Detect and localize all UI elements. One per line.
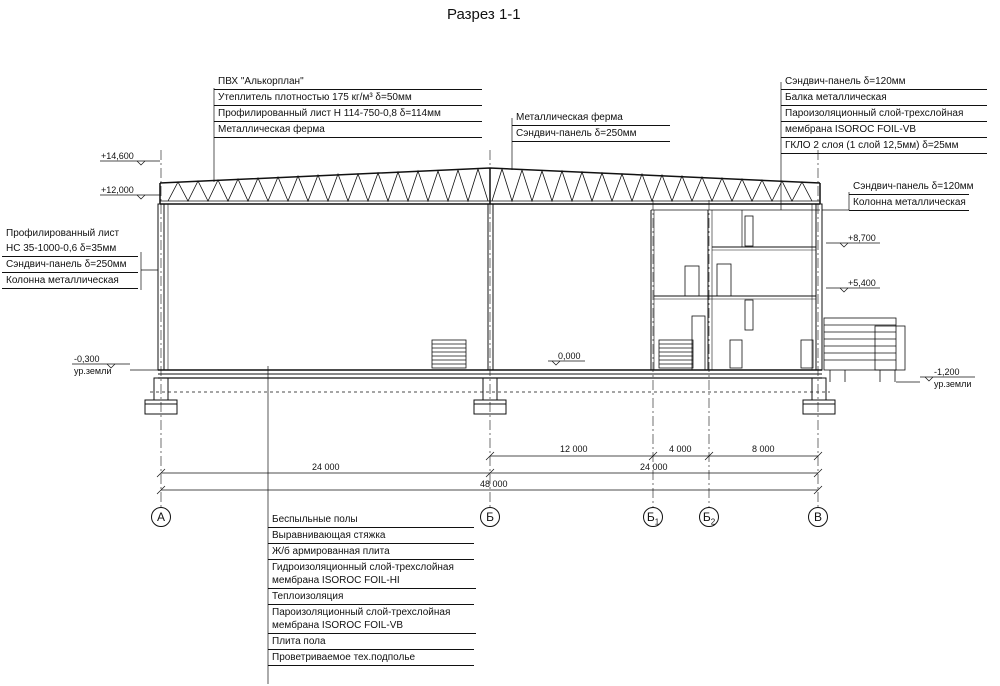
axis-subscript: 1 xyxy=(654,517,660,527)
axis-subscript: 2 xyxy=(710,517,716,527)
callout-line: Профилированный лист Н 114-750-0,8 δ=114… xyxy=(214,106,482,122)
elevation-label-eave: +12,000 xyxy=(101,185,134,195)
dimension-24000-left: 24 000 xyxy=(312,462,340,472)
elevation-label-floor2: +5,400 xyxy=(848,278,876,288)
callout-line: мембрана ISOROC FOIL-VB xyxy=(781,122,987,138)
dimension-24000-right: 24 000 xyxy=(640,462,668,472)
callout-line: Металлическая ферма xyxy=(512,110,670,126)
roof-mid-callout: Металлическая ферма Сэндвич-панель δ=250… xyxy=(512,110,670,142)
axis-bubble-a: А xyxy=(151,507,171,527)
callout-line: Сэндвич-панель δ=250мм xyxy=(512,126,670,142)
callout-line: ПВХ "Алькорплан" xyxy=(214,74,482,90)
callout-line: Пароизоляционный слой-трехслойная мембра… xyxy=(268,605,476,634)
callout-line: Сэндвич-панель δ=120мм xyxy=(849,179,974,195)
callout-line: Ж/б армированная плита xyxy=(268,544,474,560)
axis-bubble-b1: Б1 xyxy=(643,507,663,527)
drawing-title: Разрез 1-1 xyxy=(447,6,521,23)
callout-line: Утеплитель плотностью 175 кг/м³ δ=50мм xyxy=(214,90,482,106)
axis-bubble-b: Б xyxy=(480,507,500,527)
dimension-12000: 12 000 xyxy=(560,444,588,454)
elevation-marks xyxy=(72,160,975,383)
callout-line: НС 35-1000-0,6 δ=35мм xyxy=(2,241,138,257)
elevation-value: -1,200 xyxy=(934,367,960,377)
dimension-48000: 48 000 xyxy=(480,479,508,489)
dimension-8000: 8 000 xyxy=(752,444,775,454)
dimension-lines xyxy=(156,451,823,495)
axis-bubble-b2: Б2 xyxy=(699,507,719,527)
foundation-v xyxy=(802,377,836,415)
truss-web-right xyxy=(491,167,813,203)
column-v xyxy=(815,203,823,371)
axis-letter: Б xyxy=(646,510,655,524)
callout-line: Балка металлическая xyxy=(781,90,987,106)
gate-right xyxy=(658,339,694,369)
axis-letter: В xyxy=(813,510,822,524)
floor-callout: Беспыльные полы Выравнивающая стяжка Ж/б… xyxy=(268,512,476,666)
callout-line: Сэндвич-панель δ=250мм xyxy=(2,257,138,273)
elevation-label-floor3: +8,700 xyxy=(848,233,876,243)
callout-line: Профилированный лист xyxy=(6,228,120,239)
callout-line: Сэндвич-панель δ=120мм xyxy=(781,74,987,90)
axis-letter: Б xyxy=(702,510,711,524)
callout-line: Теплоизоляция xyxy=(268,589,474,605)
callout-line: Выравнивающая стяжка xyxy=(268,528,474,544)
callout-line: Гидроизоляционный слой-трехслойная мембр… xyxy=(268,560,476,589)
roof-left-callout: ПВХ "Алькорплан" Утеплитель плотностью 1… xyxy=(214,74,482,138)
elevation-note: ур.земли xyxy=(934,379,972,389)
elevation-note: ур.земли xyxy=(74,366,112,376)
leader-lines xyxy=(140,82,850,684)
axis-bubble-v: В xyxy=(808,507,828,527)
column-b xyxy=(487,203,494,371)
gate-left xyxy=(431,339,467,369)
elevation-value: -0,300 xyxy=(74,354,100,364)
dimension-4000: 4 000 xyxy=(669,444,692,454)
callout-line: Пароизоляционный слой-трехслойная xyxy=(781,106,987,122)
elevation-label-ground-left: -0,300 ур.земли xyxy=(74,354,111,376)
elevation-label-floor0: 0,000 xyxy=(558,351,581,361)
axis-letter: Б xyxy=(486,510,494,524)
callout-line: Металлическая ферма xyxy=(214,122,482,138)
elevation-label-top: +14,600 xyxy=(101,151,134,161)
wall-left-callout: Профилированный лист НС 35-1000-0,6 δ=35… xyxy=(2,226,138,289)
external-unit xyxy=(823,317,906,382)
truss-web-left xyxy=(167,167,489,203)
roof-right-callout: Сэндвич-панель δ=120мм Балка металлическ… xyxy=(781,74,987,154)
elevation-label-ground-right: -1,200 ур.земли xyxy=(934,367,971,389)
callout-line: Плита пола xyxy=(268,634,474,650)
callout-line: ГКЛО 2 слоя (1 слой 12,5мм) δ=25мм xyxy=(781,138,987,154)
callout-line: Колонна металлическая xyxy=(2,273,138,289)
callout-line: Проветриваемое тех.подполье xyxy=(268,650,474,666)
axis-letter: А xyxy=(156,510,165,524)
wall-right-callout: Сэндвич-панель δ=120мм Колонна металличе… xyxy=(849,179,974,211)
callout-line: Колонна металлическая xyxy=(849,195,969,211)
callout-line: Беспыльные полы xyxy=(268,512,474,528)
